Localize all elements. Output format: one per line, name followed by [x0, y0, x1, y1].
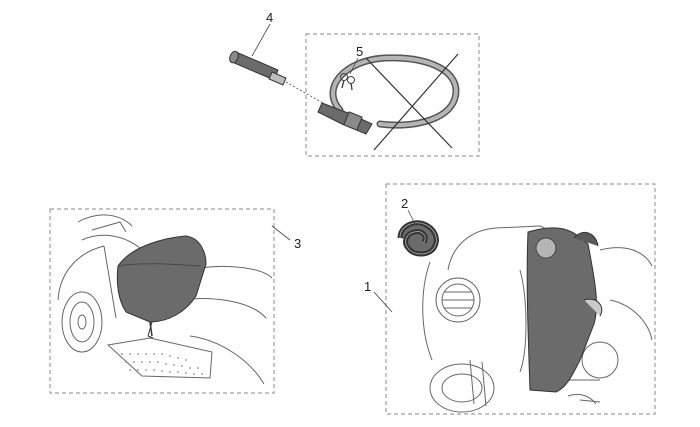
callout-2: 2	[401, 196, 408, 211]
seat-bag-cover	[116, 235, 207, 339]
leg-cover-frame	[385, 183, 656, 415]
callout-1: 1	[364, 279, 371, 294]
leg-cover-scooter-illustration	[422, 225, 653, 413]
keys-illustration	[340, 73, 355, 91]
lock-cylinder-illustration	[229, 50, 287, 86]
leader-line-1	[373, 291, 393, 313]
leader-line-4	[251, 23, 271, 57]
floorboard-texture	[121, 353, 203, 375]
seat-bag-frame	[49, 208, 275, 394]
leader-line-2	[407, 209, 417, 227]
callout-4: 4	[266, 10, 273, 25]
callout-3: 3	[294, 236, 301, 251]
callout-5: 5	[356, 44, 363, 59]
cable-lock-frame	[305, 33, 480, 157]
rolled-strap-illustration	[397, 220, 439, 257]
leader-line-3	[271, 225, 291, 241]
leader-line-5	[349, 57, 359, 75]
cable-lock-illustration	[317, 53, 460, 151]
assembly-dashed-line	[285, 81, 324, 104]
leg-cover-apron	[526, 227, 603, 393]
